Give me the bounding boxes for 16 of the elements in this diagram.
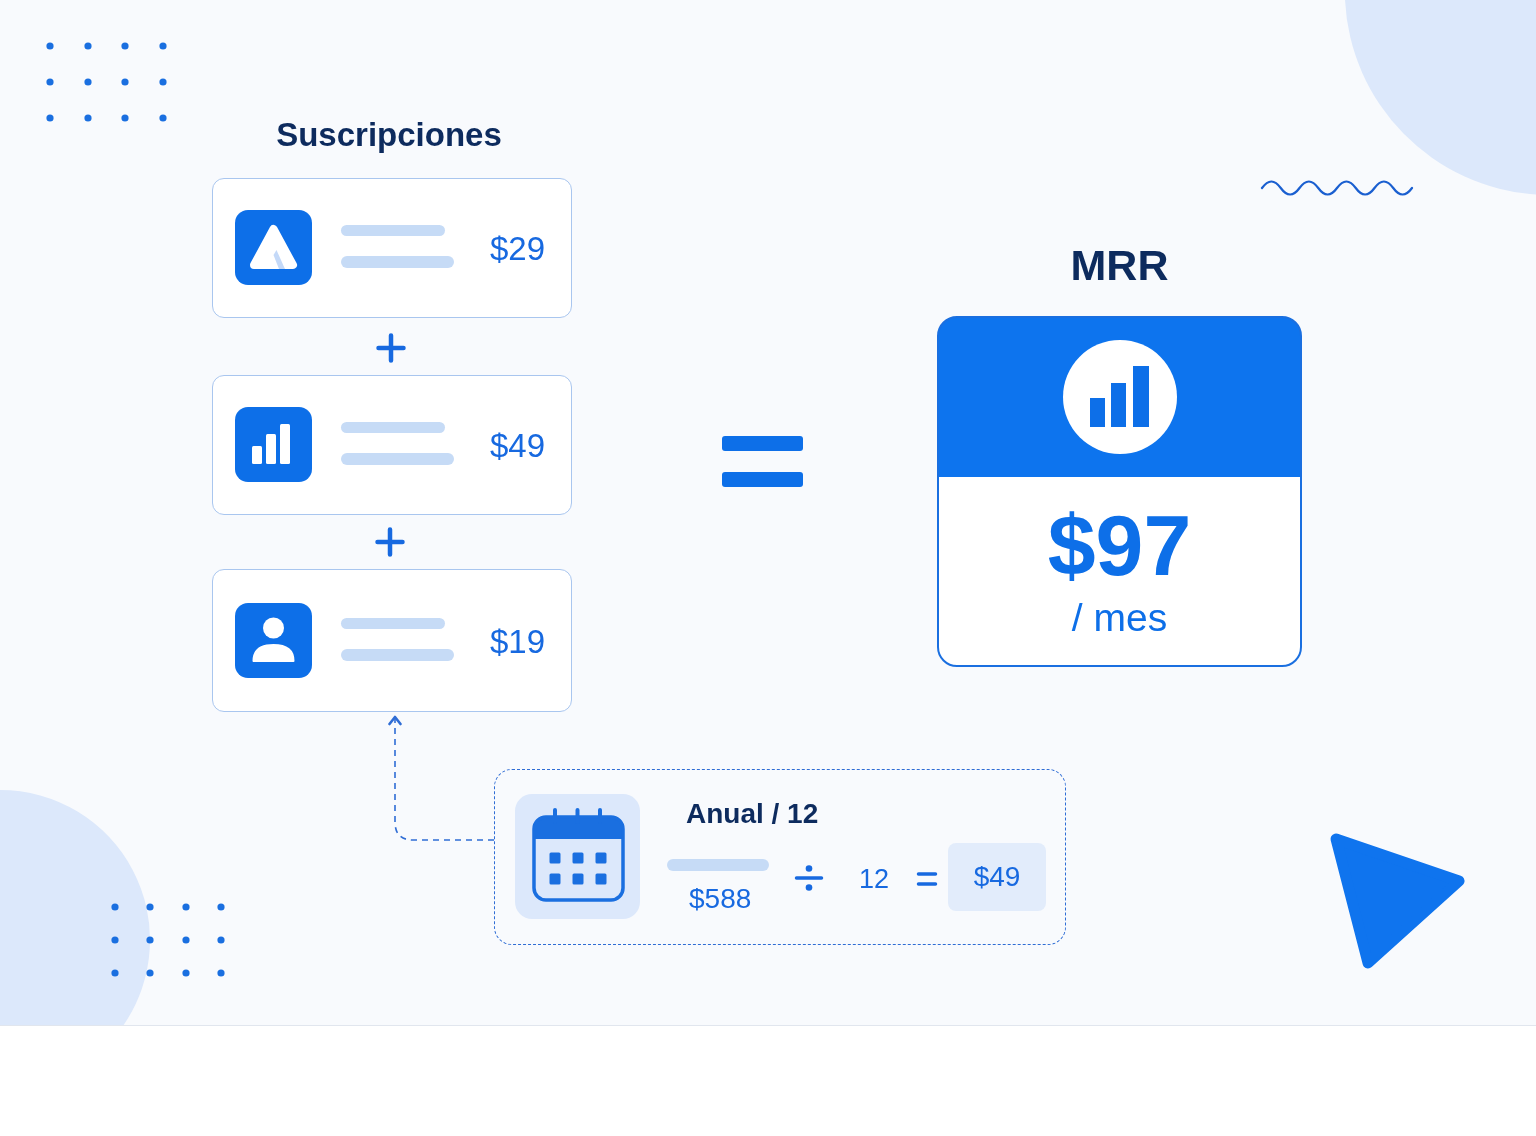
total-amount: $97: [1047, 502, 1192, 588]
price-text: $49: [489, 428, 545, 462]
section-heading: Suscripciones: [276, 118, 502, 151]
card-heading: MRR: [1070, 244, 1169, 287]
period-text: / mes: [1071, 598, 1168, 637]
subscription-card: [212, 178, 572, 318]
subscription-card: [212, 569, 572, 712]
arrow: [388, 715, 495, 841]
price-text: $29: [489, 231, 545, 265]
calculation-panel: [494, 769, 1066, 945]
subscription-card: [212, 375, 572, 515]
result-amount: $49: [973, 863, 1021, 891]
panel-heading: Anual / 12: [686, 800, 819, 828]
divisor-text: 12: [859, 866, 890, 893]
amount-text: $588: [689, 885, 752, 913]
price-text: $19: [489, 624, 545, 657]
